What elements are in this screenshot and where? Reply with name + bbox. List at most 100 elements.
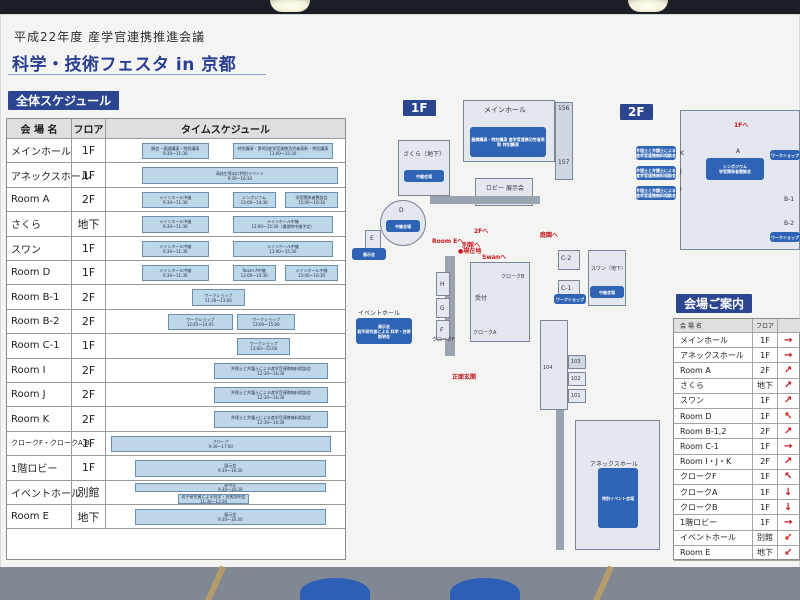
schedule-venue-name: Room D: [7, 261, 72, 285]
second-floor-direction: 2Fへ: [474, 228, 489, 235]
event-time: 13:00～14:30: [240, 273, 268, 279]
room-e-note: 展示会: [352, 248, 386, 260]
direction-arrow-icon: ↖: [784, 471, 793, 483]
title-underline: [8, 74, 266, 75]
sakura-note: 中継会場: [404, 170, 444, 182]
map-room-103: 103: [568, 355, 586, 369]
direction-arrow-icon: ↗: [784, 456, 793, 468]
main-entrance-label: 正面玄関: [452, 374, 477, 381]
room-b1-note: ワークショップ: [770, 150, 800, 160]
event-title: メインホール中継: [159, 219, 192, 225]
room-k-label: K: [680, 150, 684, 157]
room-h-label: H: [440, 281, 445, 288]
direction-arrow-icon: ↙: [784, 547, 793, 559]
room-b2-label: B-2: [784, 220, 795, 227]
schedule-venue-name: Room K: [7, 407, 72, 431]
event-title: メインホール中継: [159, 243, 192, 249]
event-time: 9:30～17:00: [208, 443, 233, 449]
event-time: 9:30～16:30: [227, 175, 253, 181]
room-a2-note-2: 学官関係者懇談会: [719, 169, 751, 174]
event-time: 13:00～14:30: [240, 199, 268, 205]
column-header-time: タイムスケジュール: [180, 125, 271, 136]
guide-venue-name: Room A: [680, 365, 711, 375]
guide-venue-floor: 1F: [752, 393, 778, 408]
column-header-floor: フロア: [72, 119, 106, 138]
guide-venue-name: クロークF: [680, 472, 717, 482]
ceiling-light: [628, 0, 668, 12]
event-title: 学官関係者懇談会: [295, 194, 328, 200]
room-c2-label: C-2: [561, 255, 572, 262]
event-title: 開会・基調講演・特別講演: [151, 146, 200, 152]
direction-arrow-icon: ↓: [784, 501, 793, 513]
guide-venue-name: さくら: [680, 381, 704, 391]
event-title: クローク: [212, 438, 229, 444]
schedule-venue-name-text: Room K: [11, 413, 50, 425]
guide-venue-floor: 1F: [752, 439, 778, 454]
schedule-venue-name: さくら: [7, 212, 72, 236]
event-time: 9:30～11:30: [163, 248, 188, 254]
event-hall-note-1: 展示会: [378, 323, 390, 329]
event-title: シンポジウム: [242, 194, 267, 200]
room-a2-note: シンポジウム 学官関係者懇談会: [706, 158, 764, 180]
schedule-venue-name: Room B-2: [7, 309, 72, 334]
direction-arrow-icon: →: [784, 516, 793, 528]
schedule-venue-name-text: さくら: [11, 220, 41, 232]
event-time: 9:30～16:30: [218, 487, 243, 492]
guide-venue-name: イベントホール: [680, 533, 736, 543]
event-title: 展示会: [224, 512, 237, 518]
room-j-label: J: [680, 168, 682, 175]
room-e-label: E: [370, 235, 374, 242]
direction-arrow-icon: ↗: [784, 380, 793, 392]
schedule-venue-floor: 地下: [72, 212, 106, 236]
event-time: 9:30～16:30: [218, 468, 243, 474]
schedule-venue-floor: 1F: [72, 334, 106, 358]
direction-arrow-icon: ↖: [784, 410, 793, 422]
room-102-label: 102: [571, 376, 581, 382]
guide-venue-floor: 地下: [752, 545, 778, 560]
schedule-venue-floor: 2F: [72, 407, 106, 431]
direction-arrow-icon: ↗: [784, 395, 793, 407]
cloak-a-label: クロークA: [473, 330, 497, 336]
event-time: 12:30～16:30: [257, 419, 285, 425]
schedule-venue-name-text: Room B-1: [11, 291, 60, 303]
room-k-note: 弁理士と弁護士による産学官連携無料相談会: [636, 146, 676, 160]
garden-direction: 庭園へ: [540, 232, 559, 239]
event-title: 高校生等向け特別イベント: [215, 170, 264, 176]
map-room-c2: C-2: [558, 250, 580, 270]
column-header-name: 会 場 名: [7, 119, 72, 138]
ceiling-light: [270, 0, 310, 12]
swan-note: 中継会場: [590, 286, 624, 298]
direction-arrow-icon: →: [784, 440, 793, 452]
room-g-label: G: [440, 305, 445, 312]
annex-label: アネックスホール: [590, 461, 638, 468]
schedule-venue-name: Room A: [7, 187, 72, 212]
schedule-venue-floor: 2F: [72, 358, 106, 382]
schedule-venue-name-text: Room C-1: [11, 340, 60, 352]
map-corridor: [556, 410, 564, 550]
bessha-direction: 別館へ: [462, 242, 481, 249]
map-sakura: さくら（地下）: [398, 140, 450, 196]
schedule-venue-name: Room J: [7, 383, 72, 407]
schedule-venue-name: イベントホール: [7, 480, 81, 504]
event-title: ワークショップ: [204, 292, 233, 298]
main-hall-label: メインホール: [484, 106, 526, 114]
floor-rail: [0, 567, 800, 600]
event-hall-label: イベントホール: [358, 310, 401, 317]
guide-venue-name: 1階ロビー: [680, 517, 718, 527]
guide-column-floor: フロア: [752, 319, 778, 332]
